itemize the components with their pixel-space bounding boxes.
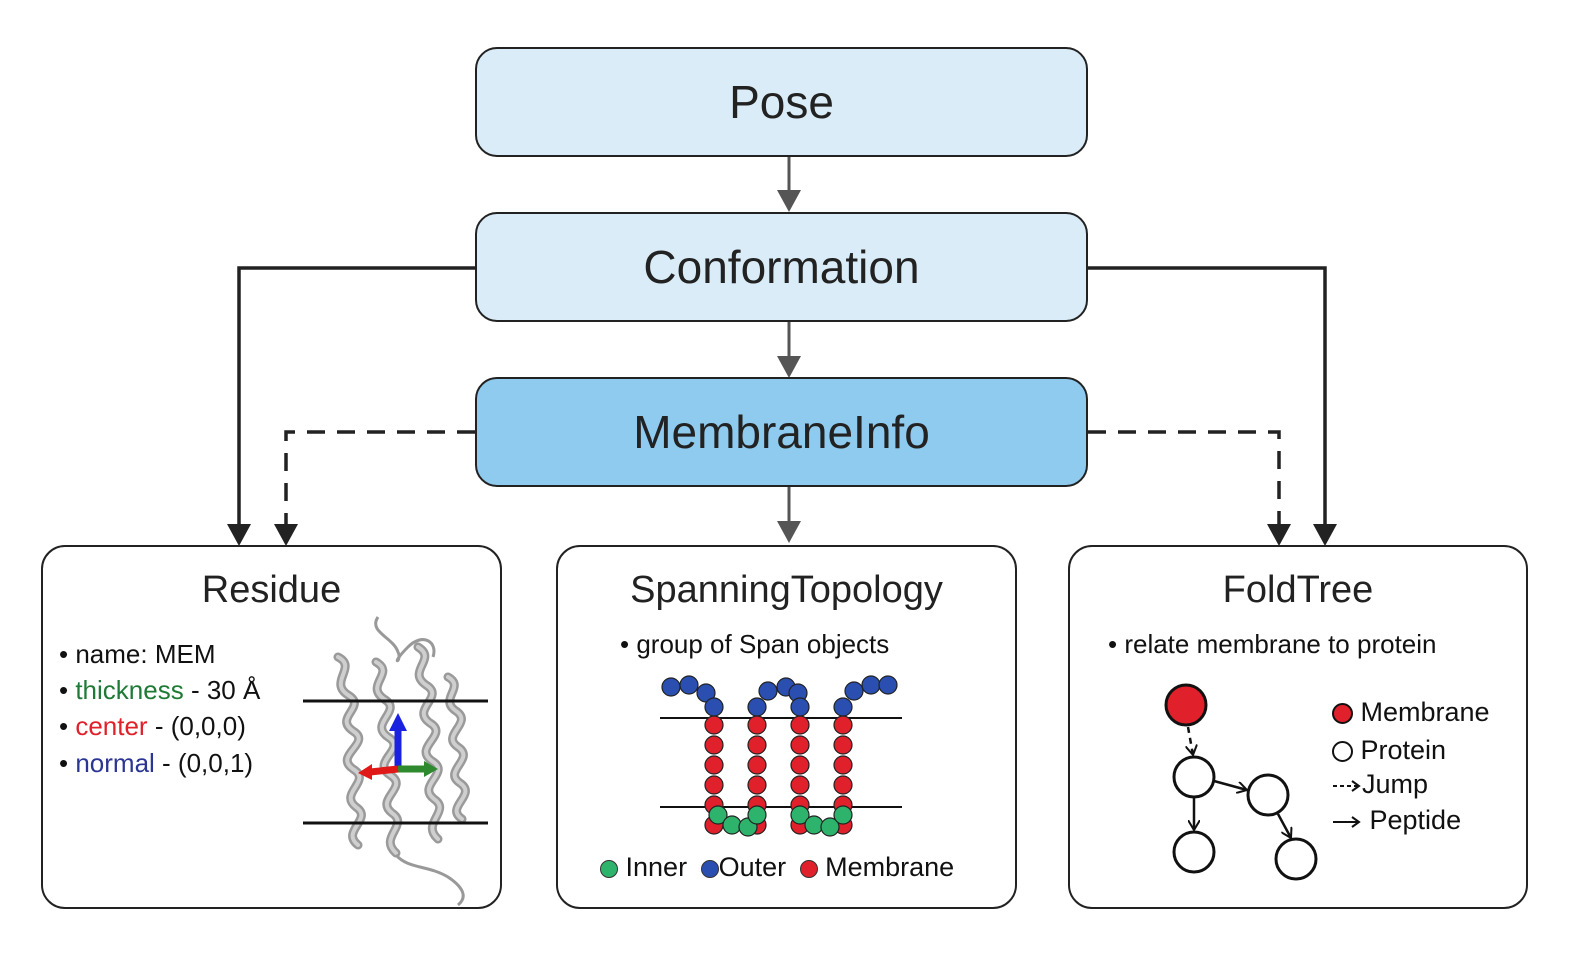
protein-node-3 [1172,830,1216,874]
conformation-box[interactable]: Conformation [475,212,1088,322]
inner-bead [820,817,840,837]
span-topology-illustration [660,675,902,837]
legend-jump-arrow-icon [1333,780,1361,792]
pose-label: Pose [729,76,834,128]
legend-membrane-label: Membrane [825,852,955,882]
membrane-bead [790,775,810,795]
foldtree-legend-peptide: Peptide [1332,805,1461,836]
outer-bead [747,697,767,717]
inner-bead [833,805,853,825]
residue-item-center: • center - (0,0,0) [59,711,246,741]
membrane-bead [833,755,853,775]
foldtree-legend-protein: Protein [1332,735,1446,766]
arrowhead-conformation-membraneinfo [777,356,801,378]
inner-bead [708,805,728,825]
jump-edge [1188,726,1193,755]
conformation-label: Conformation [643,241,920,293]
membrane-bead [747,755,767,775]
membrane-bead [833,715,853,735]
arrow-membraneinfo-to-foldtree [1088,430,1281,528]
arrowhead-conformation-foldtree [1313,524,1337,546]
outer-bead [844,681,864,701]
arrowhead-membraneinfo-residue [274,524,298,546]
outer-bead [661,677,681,697]
arrowhead-membraneinfo-spanning [777,521,801,543]
outer-bead [790,697,810,717]
residue-item-thickness: • thickness - 30 Å [59,675,261,705]
membrane-bead [747,775,767,795]
inner-bead [804,815,824,835]
outer-bead [758,681,778,701]
arrow-membraneinfo-to-residue [284,430,475,528]
legend-inner-label: Inner [625,852,688,882]
foldtree-panel[interactable]: FoldTree • relate membrane to protein Me… [1068,545,1528,909]
protein-node-1 [1172,755,1216,799]
residue-item-normal: • normal - (0,0,1) [59,748,254,778]
outer-bead [833,697,853,717]
membrane-node [1164,683,1208,727]
foldtree-legend-jump: Jump [1332,769,1428,800]
membrane-bead [747,715,767,735]
legend-outer-dot [700,859,719,878]
membrane-bead [833,735,853,755]
x-axis-head [424,761,438,777]
legend-protein-node-icon [1332,741,1353,763]
membrane-bead [790,755,810,775]
arrowhead-membraneinfo-foldtree [1267,524,1291,546]
legend-peptide-arrow-icon [1333,816,1361,828]
peptide-edge-1 [1213,779,1247,790]
foldtree-bullet: • relate membrane to protein [1108,629,1437,659]
y-axis [369,765,399,776]
membrane-bead [704,735,724,755]
membraneinfo-box[interactable]: MembraneInfo [475,377,1088,487]
arrowhead-pose-conformation [777,190,801,212]
normal-axis-head [389,713,407,731]
outer-bead [704,697,724,717]
spanning-topology-panel[interactable]: SpanningTopology • group of Span objects… [556,545,1017,909]
protein-node-2 [1246,773,1290,817]
outer-bead [878,675,898,695]
membrane-bead [704,775,724,795]
membrane-bead [747,735,767,755]
membraneinfo-label: MembraneInfo [633,406,930,458]
arrowhead-conformation-residue [227,524,251,546]
membrane-bead [833,775,853,795]
inner-bead [790,805,810,825]
legend-outer-label: Outer [718,852,787,882]
legend-membrane-dot [799,859,818,878]
foldtree-legend-membrane: Membrane [1332,697,1490,728]
membrane-bead [704,715,724,735]
inner-bead [747,805,767,825]
membrane-bead [790,735,810,755]
foldtree-title: FoldTree [1222,569,1374,611]
protein-node-4 [1274,837,1318,881]
peptide-edge-3 [1276,813,1291,838]
legend-membrane-node-icon [1332,703,1353,725]
residue-panel[interactable]: Residue • name: MEM • thickness - 30 Å •… [41,545,502,909]
legend-inner-dot [600,859,618,878]
outer-bead [679,675,699,695]
foldtree-graph [1164,683,1318,881]
membrane-bead [704,755,724,775]
membrane-bead [790,715,810,735]
arrow-conformation-to-residue [237,266,475,528]
outer-bead [861,675,881,695]
spanning-topology-bullet: • group of Span objects [620,629,890,659]
residue-item-name: • name: MEM [59,639,216,669]
pose-box[interactable]: Pose [475,47,1088,157]
spanning-topology-legend: Inner Outer Membrane [600,852,954,883]
residue-title: Residue [201,569,342,611]
spanning-topology-title: SpanningTopology [630,569,943,611]
inner-bead [722,815,742,835]
arrow-conformation-to-foldtree [1088,266,1327,528]
protein-structure-illustration [303,616,488,907]
